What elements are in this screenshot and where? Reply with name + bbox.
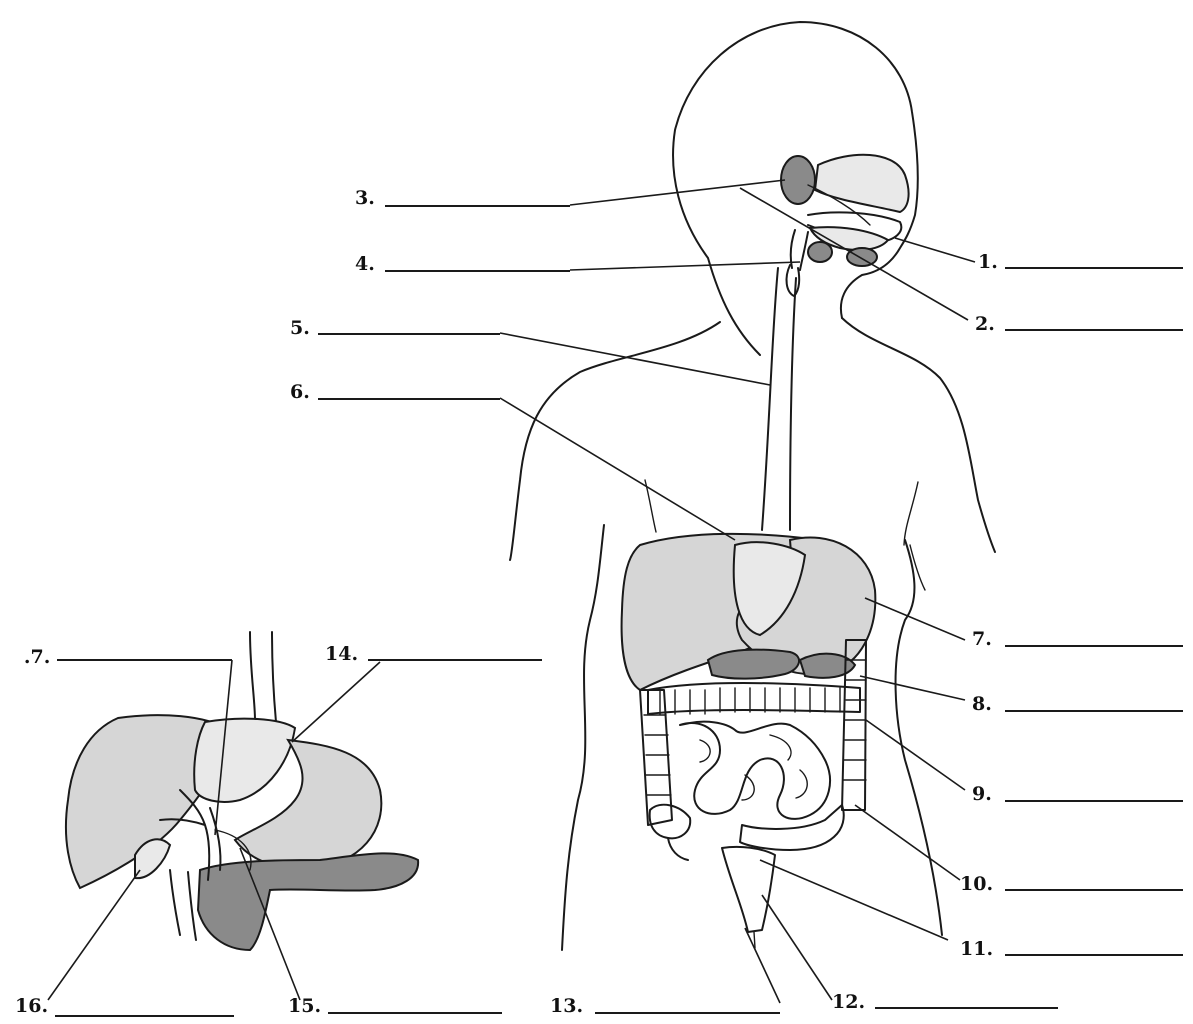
anal-canal: [754, 932, 755, 948]
arm-line-left: [645, 480, 656, 532]
inset-liver-lobe: [194, 719, 295, 802]
label-7: 7.: [972, 628, 992, 650]
torso-left: [562, 525, 604, 950]
arm-line-right: [904, 482, 918, 545]
sublingual-gland: [808, 242, 832, 262]
epiglottis: [787, 265, 800, 296]
label-3: 3.: [355, 187, 375, 209]
pancreas: [708, 650, 799, 679]
leader-16: [48, 870, 140, 1000]
leader-7: [865, 598, 965, 640]
body-outline: [510, 22, 995, 950]
label-8: 8.: [972, 693, 992, 715]
label-inset-7: .7.: [22, 646, 50, 668]
leader-3: [570, 180, 785, 205]
label-12: 12.: [832, 991, 865, 1013]
leader-4: [570, 262, 800, 270]
label-2: 2.: [975, 313, 995, 335]
label-13: 13.: [550, 995, 583, 1017]
label-14: 14.: [325, 643, 358, 665]
shoulder-right: [842, 318, 995, 552]
pharynx: [791, 230, 808, 270]
leader-5: [500, 333, 770, 385]
submandibular-gland: [847, 248, 877, 266]
label-16: 16.: [15, 995, 48, 1017]
label-4: 4.: [355, 253, 375, 275]
appendix: [668, 838, 688, 860]
colon-haustra: [644, 660, 866, 795]
label-6: 6.: [290, 381, 310, 403]
leader-6: [500, 398, 735, 540]
label-5: 5.: [290, 317, 310, 339]
inset-organs: [66, 632, 418, 950]
nasal-cavity: [815, 155, 909, 212]
label-15: 15.: [288, 995, 321, 1017]
leader-14: [292, 662, 380, 742]
leader-13: [745, 928, 780, 1003]
label-11: 11.: [960, 938, 993, 960]
transverse-colon: [648, 683, 860, 714]
label-1: 1.: [978, 251, 998, 273]
inset-esophagus: [250, 632, 276, 722]
parotid-gland: [781, 156, 815, 204]
shoulder-left: [510, 322, 720, 560]
inset-vessel: [170, 870, 196, 940]
spleen: [800, 654, 855, 678]
leader-12: [762, 895, 832, 1000]
leader-1: [895, 238, 975, 262]
label-9: 9.: [972, 783, 992, 805]
inset-pancreas: [198, 853, 418, 950]
torso-right: [896, 540, 942, 935]
leader-11: [760, 860, 948, 940]
small-intestine: [680, 722, 830, 819]
esophagus: [762, 268, 796, 530]
small-intestine-folds: [700, 735, 807, 800]
head-organs: [762, 155, 909, 530]
leader-8: [860, 676, 965, 700]
main-abdominal-organs: [622, 534, 876, 948]
leader-10: [855, 805, 960, 880]
leader-9: [866, 720, 965, 790]
label-10: 10.: [960, 873, 993, 895]
leader-2: [740, 188, 968, 320]
sigmoid-colon: [740, 805, 844, 850]
rectum: [722, 847, 775, 932]
cecum: [650, 805, 691, 839]
